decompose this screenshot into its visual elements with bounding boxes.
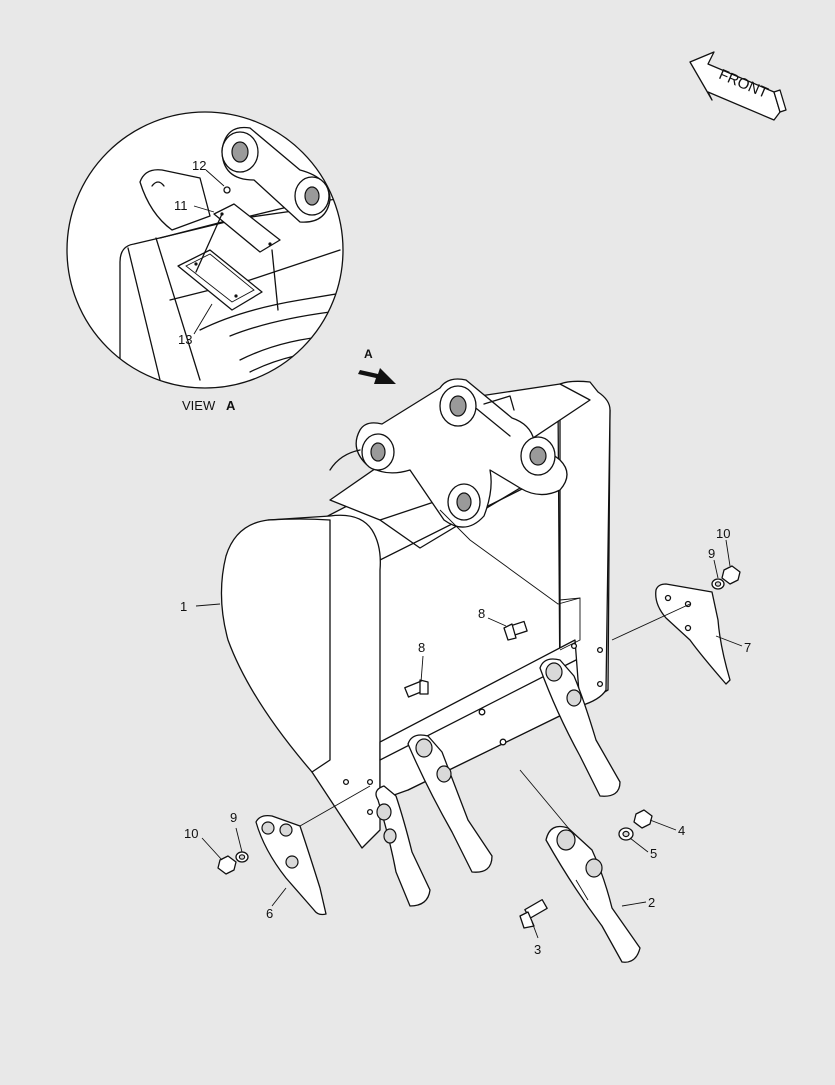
callout-8-top: 8 xyxy=(478,606,485,621)
view-direction-arrow: A xyxy=(358,347,396,384)
side-cutter-right xyxy=(655,583,731,685)
callout-labels: 1 2 3 4 5 6 7 8 8 9 9 10 10 11 12 13 xyxy=(174,158,751,957)
exploded-tooth xyxy=(545,825,641,963)
callout-11: 11 xyxy=(174,198,188,213)
callout-3: 3 xyxy=(534,942,541,957)
callout-1: 1 xyxy=(180,599,187,614)
view-arrow-label: A xyxy=(364,347,373,361)
bolt-8-left xyxy=(404,679,429,698)
callout-4: 4 xyxy=(678,823,685,838)
callout-2: 2 xyxy=(648,895,655,910)
callout-12: 12 xyxy=(192,158,206,173)
callout-10-right: 10 xyxy=(716,526,730,541)
callout-5: 5 xyxy=(650,846,657,861)
view-caption-prefix: VIEW xyxy=(182,398,216,413)
callout-9-right: 9 xyxy=(708,546,715,561)
tooth-bolt xyxy=(519,899,548,929)
side-cutter-left xyxy=(255,814,327,916)
view-a-detail: VIEW A xyxy=(66,111,344,413)
detail-circle xyxy=(66,111,344,389)
callout-10-left: 10 xyxy=(184,826,198,841)
callout-8-left: 8 xyxy=(418,640,425,655)
callout-6: 6 xyxy=(266,906,273,921)
installed-teeth xyxy=(375,658,621,907)
callout-leaders xyxy=(193,169,743,939)
callout-7: 7 xyxy=(744,640,751,655)
callout-9-left: 9 xyxy=(230,810,237,825)
view-caption-letter: A xyxy=(226,398,236,413)
bucket-assembly xyxy=(217,378,741,963)
fasteners xyxy=(217,565,741,875)
front-direction-arrow: FRONT xyxy=(689,51,787,121)
callout-13: 13 xyxy=(178,332,192,347)
bolt-8-top xyxy=(503,620,528,641)
